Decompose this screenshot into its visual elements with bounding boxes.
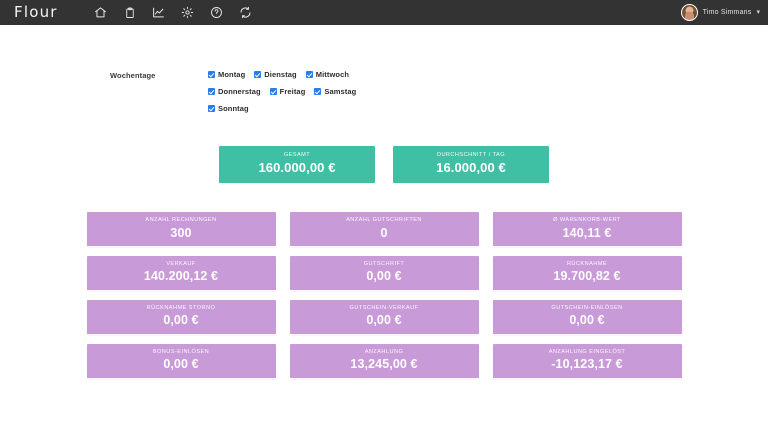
checkbox-icon[interactable] [208,105,215,112]
card-value: 300 [170,225,192,240]
card-title: RÜCKNAHME [566,261,608,268]
page-content: Wochentage Montag Dienstag Mittwoch [0,25,768,437]
card-title: Ø WARENKORB-WERT [553,217,621,224]
checkbox-label: Sonntag [218,104,249,113]
metric-card-anzahlung-eingeloest: ANZAHLUNG EINGELÖST -10,123,17 € [492,344,682,379]
app-logo[interactable]: Flour [14,3,58,21]
user-name: Timo Simmans [702,9,752,16]
metric-card-warenkorb-wert: Ø WARENKORB-WERT 140,11 € [492,212,682,248]
checkbox-icon[interactable] [305,71,313,78]
help-icon[interactable] [210,6,224,20]
card-value: 16.000,00 € [436,160,506,176]
metric-card-gutschein-verkauf: GUTSCHEIN-VERKAUF 0,00 € [289,300,479,336]
card-value: 0,00 € [163,313,199,328]
checkbox-icon[interactable] [254,71,262,78]
weekday-filter: Wochentage Montag Dienstag Mittwoch [0,25,768,113]
card-title: ANZAHL RECHNUNGEN [145,217,217,224]
checkbox-icon[interactable] [314,88,322,95]
checkbox-samstag[interactable]: Samstag [314,87,356,96]
card-value: 13,245,00 € [350,357,418,372]
checkbox-freitag[interactable]: Freitag [269,87,306,96]
weekday-row: Sonntag [208,104,356,113]
metric-card-verkauf: VERKAUF 140.200,12 € [86,256,276,292]
metric-card-grid: ANZAHL RECHNUNGEN 300 ANZAHL GUTSCHRIFTE… [0,212,768,379]
metric-card-anzahlung: ANZAHLUNG 13,245,00 € [289,344,479,379]
checkbox-icon[interactable] [269,88,277,95]
card-title: GUTSCHEIN-VERKAUF [349,305,419,312]
metric-card-ruecknahme-storno: RÜCKNAHME STORNO 0,00 € [86,300,276,336]
user-menu[interactable]: Timo Simmans ▾ [680,0,760,25]
checkbox-label: Samstag [324,87,357,96]
card-title: ANZAHL GUTSCHRIFTEN [346,217,422,224]
checkbox-dienstag[interactable]: Dienstag [254,70,297,79]
summary-card-row: GESAMT 160.000,00 € DURCHSCHNITT / TAG 1… [0,146,768,184]
summary-card-durchschnitt-tag: DURCHSCHNITT / TAG 16.000,00 € [393,146,549,184]
weekday-checkbox-grid: Montag Dienstag Mittwoch Donnerstag [208,70,356,113]
card-value: 19.700,82 € [553,269,621,284]
metric-card-anzahl-gutschriften: ANZAHL GUTSCHRIFTEN 0 [289,212,479,248]
nav-icon-group [94,6,253,20]
card-value: 0,00 € [366,313,402,328]
checkbox-label: Freitag [279,87,306,96]
weekday-row: Donnerstag Freitag Samstag [208,87,356,96]
card-title: GUTSCHEIN-EINLÖSEN [551,305,623,312]
checkbox-label: Montag [218,70,246,79]
card-title: VERKAUF [166,261,196,268]
avatar [680,4,698,21]
card-title: GUTSCHRIFT [363,261,405,268]
chart-icon[interactable] [152,6,166,20]
metric-card-gutschrift: GUTSCHRIFT 0,00 € [289,256,479,292]
checkbox-icon[interactable] [208,71,215,78]
checkbox-icon[interactable] [208,88,215,95]
checkbox-label: Donnerstag [218,87,261,96]
card-title: DURCHSCHNITT / TAG [436,152,506,158]
home-icon[interactable] [94,6,108,20]
card-title: ANZAHLUNG EINGELÖST [548,349,626,356]
summary-card-gesamt: GESAMT 160.000,00 € [219,146,375,184]
gear-icon[interactable] [181,6,195,20]
card-title: BONUS-EINLÖSEN [152,349,210,356]
clipboard-icon[interactable] [123,6,137,20]
card-value: 140.200,12 € [143,269,219,284]
checkbox-sonntag[interactable]: Sonntag [208,104,249,113]
metric-card-ruecknahme: RÜCKNAHME 19.700,82 € [492,256,682,292]
checkbox-label: Mittwoch [315,70,350,79]
checkbox-donnerstag[interactable]: Donnerstag [208,87,261,96]
card-value: 0 [380,225,388,240]
checkbox-mittwoch[interactable]: Mittwoch [305,70,350,79]
weekday-row: Montag Dienstag Mittwoch [208,70,356,79]
card-value: 0,00 € [569,313,605,328]
checkbox-montag[interactable]: Montag [208,70,245,79]
metric-card-anzahl-rechnungen: ANZAHL RECHNUNGEN 300 [86,212,276,248]
top-navbar: Flour [0,0,768,25]
card-title: ANZAHLUNG [364,349,404,356]
card-value: 0,00 € [163,357,199,372]
refresh-icon[interactable] [239,6,253,20]
card-value: 160.000,00 € [258,160,336,176]
checkbox-label: Dienstag [264,70,297,79]
card-title: GESAMT [283,152,311,158]
card-value: 140,11 € [562,225,612,240]
card-value: -10,123,17 € [551,357,623,372]
weekday-filter-label: Wochentage [110,71,156,80]
chevron-down-icon: ▾ [756,9,760,16]
card-value: 0,00 € [366,269,402,284]
card-title: RÜCKNAHME STORNO [146,305,216,312]
metric-card-gutschein-einloesen: GUTSCHEIN-EINLÖSEN 0,00 € [492,300,682,336]
metric-card-bonus-einloesen: BONUS-EINLÖSEN 0,00 € [86,344,276,379]
